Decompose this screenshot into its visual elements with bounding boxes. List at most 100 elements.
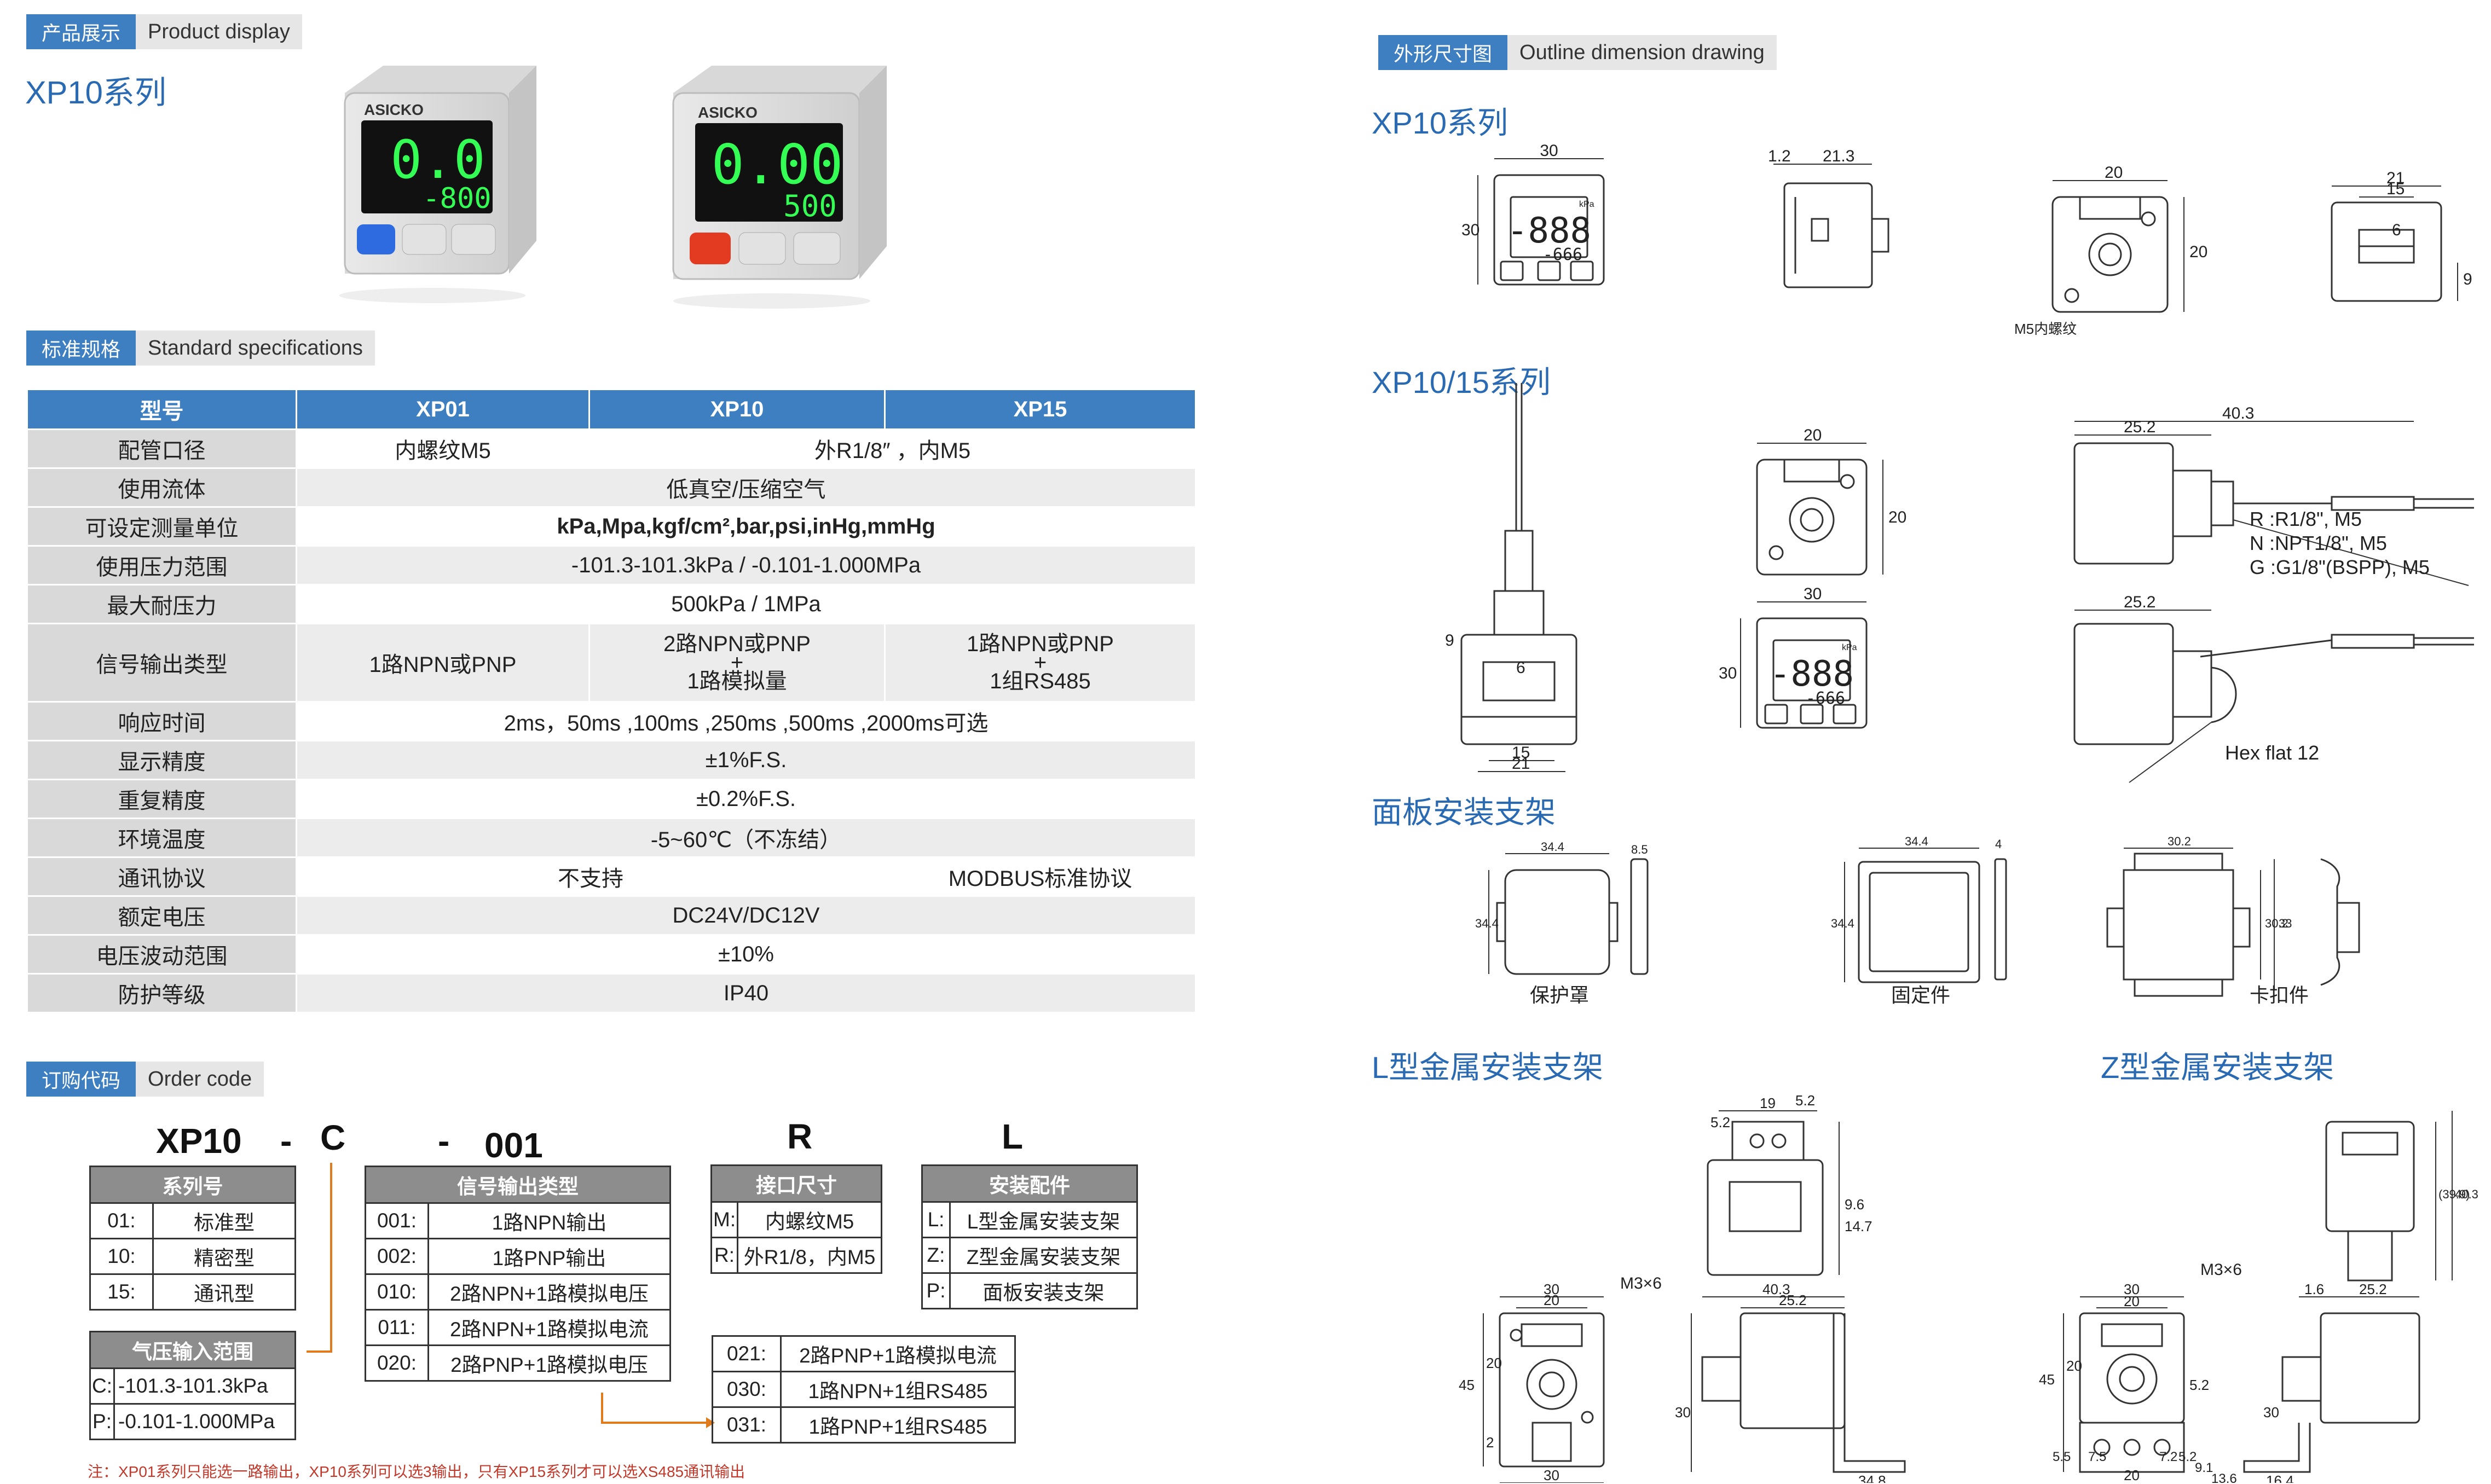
dim-label: 34.4: [1905, 834, 1928, 848]
device2-red-button: [690, 233, 731, 264]
spec-row-protection: 防护等级 IP40: [26, 973, 1197, 1013]
dim-label: 30: [1804, 585, 1822, 603]
order-code-l: L: [1002, 1117, 1024, 1156]
table-row: 011:2路NPN+1路模拟电流: [365, 1309, 671, 1346]
table-row: 020:2路PNP+1路模拟电压: [365, 1344, 671, 1382]
mounting-table: 安装配件 L:L型金属安装支架 Z:Z型金属安装支架 P:面板安装支架: [921, 1164, 1138, 1309]
port-table-title: 接口尺寸: [710, 1164, 882, 1203]
xp10-display-main: -888: [1507, 211, 1591, 251]
dim-label: 21: [2386, 169, 2405, 187]
dim-label: 19: [1760, 1095, 1776, 1111]
spec-header-xp01: XP01: [296, 389, 590, 430]
spec-value: kPa,Mpa,kgf/cm²,bar,psi,inHg,mmHg: [296, 506, 1197, 547]
panel-label-fixing: 固定件: [1891, 984, 1951, 1006]
dim-label: 45: [1459, 1377, 1475, 1393]
tag-cn: 标准规格: [26, 331, 136, 366]
pressure-range-table: 气压输入范围 C:-101.3-101.3kPa P:-0.101-1.000M…: [89, 1331, 296, 1440]
dim-label: 20: [2189, 243, 2207, 261]
xp10-display-unit: kPa: [1579, 200, 1594, 209]
spec-value: IP40: [296, 973, 1197, 1013]
pressure-table-title: 气压输入范围: [89, 1331, 296, 1369]
code-cell: 031:: [712, 1406, 782, 1444]
code-cell: 15:: [89, 1273, 154, 1311]
dim-label: 9.6: [1845, 1196, 1864, 1213]
spec-tag: 标准规格 Standard specifications: [26, 331, 375, 366]
spec-row-temperature: 环境温度 -5~60℃（不冻结）: [26, 818, 1197, 858]
dim-label: 20: [2124, 1467, 2140, 1483]
spec-label: 防护等级: [26, 973, 297, 1013]
order-code-dash: -: [280, 1121, 292, 1161]
xp1015-display-unit: kPa: [1842, 643, 1857, 652]
dim-label: 20: [1544, 1292, 1559, 1308]
desc-cell: 外R1/8，内M5: [737, 1237, 882, 1274]
spec-label: 电压波动范围: [26, 934, 297, 975]
code-cell: 030:: [712, 1371, 782, 1408]
code-cell: M:: [710, 1201, 739, 1238]
table-row: 031:1路PNP+1组RS485: [712, 1406, 1016, 1444]
dim-label: 4: [1995, 837, 2002, 851]
xp1015-display-sub: -666: [1806, 689, 1845, 708]
spec-value: 500kPa / 1MPa: [296, 584, 1197, 624]
spec-row-max: 最大耐压力 500kPa / 1MPa: [26, 584, 1197, 624]
desc-cell: 1路NPN+1组RS485: [780, 1371, 1016, 1408]
desc-cell: 标准型: [152, 1202, 296, 1239]
port-size-table: 接口尺寸 M:内螺纹M5 R:外R1/8，内M5: [710, 1164, 882, 1274]
outline-drawings: -888 -666 kPa -888 -666 kPa 30 30 1.2 21…: [1445, 142, 2478, 1483]
tag-cn: 外形尺寸图: [1378, 35, 1508, 70]
dim-label: 13.6: [2211, 1471, 2237, 1483]
order-code-r: R: [787, 1117, 813, 1156]
spec-label: 显示精度: [26, 740, 297, 780]
desc-cell: -101.3-101.3kPa: [113, 1367, 296, 1405]
dim-label: 7.5: [2088, 1450, 2106, 1464]
dim-label: 40.3: [2455, 1187, 2478, 1201]
desc-cell: 2路NPN+1路模拟电压: [427, 1273, 671, 1311]
order-note: 注：XP01系列只能选一路输出，XP10系列可以选3输出，只有XP15系列才可以…: [88, 1463, 745, 1480]
spec-row-port: 配管口径 内螺纹M5 外R1/8″ ，内M5: [26, 428, 1197, 469]
signal-output-table-2: 021:2路PNP+1路模拟电流 030:1路NPN+1组RS485 031:1…: [712, 1335, 1016, 1444]
code-cell: C:: [89, 1367, 115, 1405]
dim-label: 45: [2039, 1371, 2055, 1388]
code-cell: 011:: [365, 1309, 429, 1346]
dim-label: 20: [1804, 426, 1822, 444]
spec-row-range: 使用压力范围 -101.3-101.3kPa / -0.101-1.000MPa: [26, 545, 1197, 586]
signal-table-title: 信号输出类型: [365, 1166, 671, 1204]
device2-sub-readout: 500: [783, 189, 837, 223]
product-photo-1: 0.0 -800 ASICKO: [339, 66, 536, 303]
dim-label: 2: [1486, 1434, 1494, 1451]
table-row: Z:Z型金属安装支架: [921, 1237, 1138, 1274]
dim-label: 34.4: [1475, 917, 1499, 930]
desc-cell: Z型金属安装支架: [949, 1237, 1138, 1274]
table-row: P:面板安装支架: [921, 1272, 1138, 1309]
thread-note-n: N :NPT1/8", M5: [2250, 532, 2387, 554]
dim-label: 9: [2463, 270, 2472, 288]
dim-label: 6: [2392, 221, 2401, 239]
thread-note-g: G :G1/8"(BSPP), M5: [2250, 556, 2430, 578]
spec-value: 外R1/8″ ，内M5: [588, 428, 1197, 469]
spec-value-xp15-output: 1路NPN或PNP + 1组RS485: [884, 623, 1197, 703]
desc-cell: 面板安装支架: [949, 1272, 1138, 1309]
series-table: 系列号 01:标准型 10:精密型 15:通讯型: [89, 1166, 296, 1311]
tag-cn: 产品展示: [26, 14, 136, 49]
dim-label: 15: [2386, 180, 2405, 198]
panel-label-clip: 卡扣件: [2250, 984, 2309, 1006]
device1-brand: ASICKO: [364, 101, 424, 118]
spec-label: 通讯协议: [26, 856, 297, 897]
dim-label: 20: [2066, 1358, 2082, 1374]
xp1015-drawing-title: XP10/15系列: [1372, 365, 1551, 399]
order-code-c: C: [320, 1118, 346, 1157]
panel-label-cover: 保护罩: [1530, 984, 1590, 1006]
dim-label: 30: [1544, 1467, 1559, 1483]
spec-value-xp10-output: 2路NPN或PNP + 1路模拟量: [588, 623, 886, 703]
spec-value: 2ms，50ms ,100ms ,250ms ,500ms ,2000ms可选: [296, 701, 1197, 741]
spec-value: -5~60℃（不冻结）: [296, 818, 1197, 858]
spec-label: 配管口径: [26, 428, 297, 469]
dim-label: 33: [2279, 917, 2292, 930]
desc-cell: 2路PNP+1路模拟电流: [780, 1335, 1016, 1372]
order-code-series: XP10: [156, 1121, 242, 1161]
table-row: 010:2路NPN+1路模拟电压: [365, 1273, 671, 1311]
spec-value: MODBUS标准协议: [884, 856, 1197, 897]
dim-label: M5内螺纹: [2014, 321, 2077, 337]
code-cell: P:: [921, 1272, 951, 1309]
dim-label: 30: [1461, 221, 1479, 239]
dim-label: 40.3: [2222, 404, 2254, 422]
